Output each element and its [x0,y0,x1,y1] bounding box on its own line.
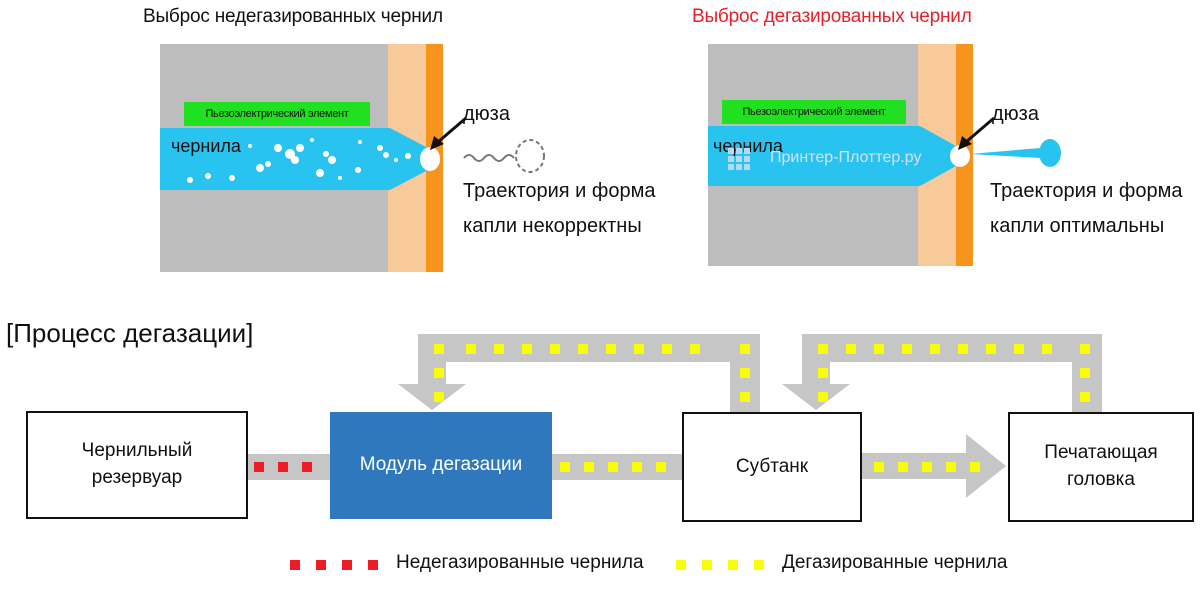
ink-reservoir-box: Чернильный резервуар [26,411,248,519]
printhead-box: Печатающая головка [1008,412,1194,522]
right-optimal-droplet [970,139,1061,167]
watermark-logo [728,148,750,170]
legend-label-degassed: Дегазированные чернила [782,552,1008,573]
right-piezo-element-label: Пьезоэлектрический элемент [722,100,906,124]
right-panel-title: Выброс дегазированных чернил [692,6,972,27]
left-ink-label: чернила [171,136,241,156]
printhead-line1: Печатающая [1044,442,1158,464]
return-loop-printhead-to-subtank [782,334,1102,412]
degassing-module-box: Модуль дегазации [330,412,552,519]
right-result-line2: капли оптимальны [990,215,1165,237]
right-nozzle-pointer-arrow [958,116,995,150]
left-irregular-droplet [463,139,545,173]
right-nozzle-label: дюза [992,103,1039,125]
left-result-line2: капли некорректны [463,215,642,237]
ink-reservoir-line2: резервуар [91,467,183,488]
left-result-line1: Траектория и форма [463,180,656,202]
right-ink-channel [708,126,970,186]
subtank-box: Субтанк [682,412,862,522]
left-ink-channel [160,128,440,190]
left-panel-title: Выброс недегазированных чернил [143,6,443,27]
printhead-line2: головка [1067,469,1135,490]
right-result-line1: Траектория и форма [990,180,1183,202]
left-nozzle-pointer-arrow [430,116,467,150]
left-head-body-bottom [160,190,390,272]
subtank-label: Субтанк [735,455,809,477]
degassing-module-label: Модуль дегазации [359,454,523,476]
watermark-text: Принтер-Плоттер.ру [770,149,922,166]
left-piezo-element-label: Пьезоэлектрический элемент [184,102,370,126]
legend-label-non-degassed: Недегазированные чернила [396,552,644,573]
ink-reservoir-line1: Чернильный [81,440,193,462]
left-nozzle-label: дюза [463,103,510,125]
process-heading: [Процесс дегазации] [6,318,254,348]
arrow-subtank-to-printhead [862,434,1006,498]
right-head-body-bottom [708,186,920,266]
